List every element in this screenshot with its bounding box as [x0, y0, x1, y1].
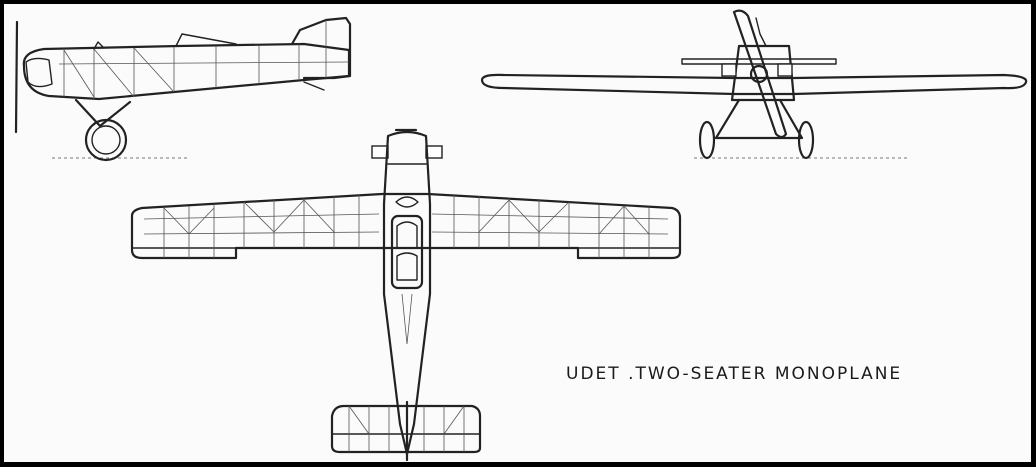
front-view — [480, 9, 1028, 160]
drawing-caption: UDET .TWO-SEATER MONOPLANE — [566, 364, 903, 384]
side-view — [14, 16, 352, 162]
front-fuselage — [730, 44, 796, 102]
side-tail-skid — [303, 81, 325, 91]
plan-fuselage — [382, 130, 432, 456]
plan-front-cockpit — [395, 196, 419, 208]
side-windscreen — [175, 33, 237, 47]
plan-tail-ribs — [348, 405, 465, 452]
side-front-cockpit — [93, 41, 105, 50]
front-wheel-left — [698, 120, 716, 160]
side-frame-lines — [58, 44, 350, 99]
plan-cockpit-frame — [390, 214, 424, 290]
side-propeller — [14, 20, 19, 134]
drawing-sheet: UDET .TWO-SEATER MONOPLANE — [4, 4, 1031, 462]
front-propeller — [732, 9, 788, 139]
front-tailplane — [681, 58, 837, 65]
three-view-drawing — [14, 9, 1028, 462]
front-undercarriage — [714, 98, 804, 140]
plan-seat-rear — [396, 252, 418, 281]
plan-wing-ribs — [143, 195, 669, 258]
plan-engine — [371, 128, 443, 159]
side-fuselage — [22, 42, 351, 101]
side-engine — [25, 57, 53, 88]
front-wing — [480, 73, 1028, 96]
side-wheel — [84, 118, 128, 162]
side-tail-fin — [290, 16, 352, 80]
side-undercarriage — [74, 98, 132, 128]
plan-view — [130, 128, 682, 462]
plan-seat-front — [396, 221, 418, 249]
front-fin — [755, 17, 767, 47]
front-wheel-right — [797, 120, 815, 160]
plan-tailplane — [330, 404, 482, 454]
